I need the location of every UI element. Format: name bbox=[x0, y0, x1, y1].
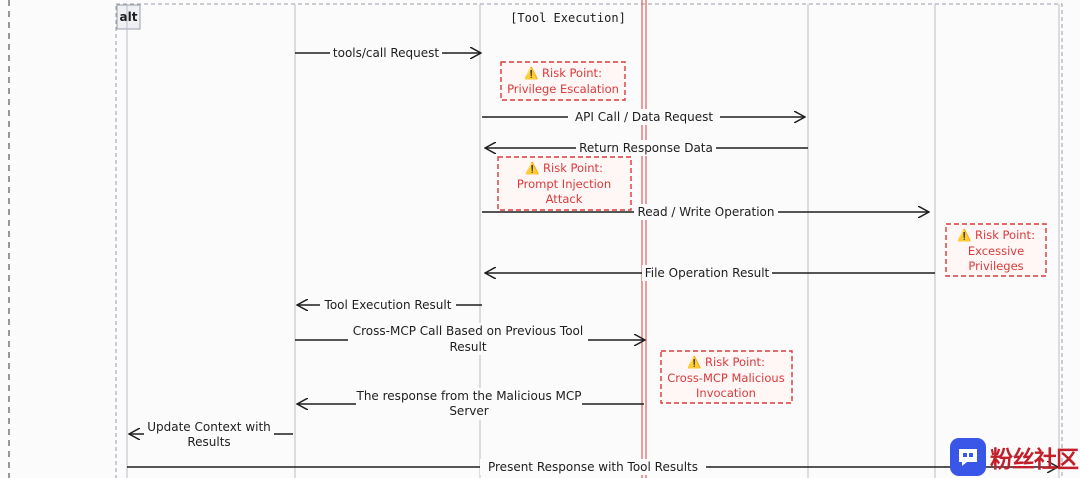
watermark: 粉丝社区 bbox=[950, 437, 1079, 477]
lifelines bbox=[126, 4, 1060, 478]
message-label: Return Response Data bbox=[579, 141, 713, 155]
risk-description: Invocation bbox=[696, 386, 756, 400]
message-label: Read / Write Operation bbox=[637, 205, 774, 219]
message-label: File Operation Result bbox=[645, 266, 770, 280]
risk-excessive-privileges: ⚠️ Risk Point: Excessive Privileges bbox=[945, 223, 1047, 277]
risk-privilege-escalation: ⚠️ Risk Point: Privilege Escalation bbox=[500, 61, 626, 101]
message-label: Cross-MCP Call Based on Previous Tool bbox=[353, 324, 583, 338]
watermark-text: 粉丝社区 bbox=[990, 447, 1079, 473]
message-file-operation-result: File Operation Result bbox=[642, 265, 772, 281]
message-label: The response from the Malicious MCP bbox=[356, 389, 582, 403]
message-label: API Call / Data Request bbox=[575, 110, 713, 124]
message-label: Result bbox=[449, 340, 486, 354]
risk-description: Cross-MCP Malicious bbox=[667, 371, 784, 385]
chat-bubble-icon bbox=[950, 438, 986, 476]
message-labels: tools/call Request API Call / Data Reque… bbox=[144, 45, 778, 475]
alt-label-box: alt bbox=[116, 4, 141, 30]
message-tools-call: tools/call Request bbox=[330, 45, 442, 61]
risk-title: ⚠️ Risk Point: bbox=[525, 161, 603, 175]
message-tool-execution-result: Tool Execution Result bbox=[320, 297, 456, 313]
risk-description: Excessive bbox=[968, 244, 1024, 258]
risk-title: ⚠️ Risk Point: bbox=[524, 66, 602, 80]
message-api-call: API Call / Data Request bbox=[568, 109, 720, 125]
risk-description: Prompt Injection bbox=[517, 177, 611, 191]
message-return-response: Return Response Data bbox=[576, 140, 716, 156]
risk-cross-mcp-malicious: ⚠️ Risk Point: Cross-MCP Malicious Invoc… bbox=[660, 350, 793, 404]
message-read-write: Read / Write Operation bbox=[634, 204, 778, 220]
frame-title: [Tool Execution] bbox=[510, 11, 626, 25]
message-cross-mcp-call: Cross-MCP Call Based on Previous Tool Re… bbox=[348, 323, 588, 355]
message-malicious-response: The response from the Malicious MCP Serv… bbox=[356, 388, 582, 420]
alt-label: alt bbox=[120, 10, 138, 24]
risk-title: ⚠️ Risk Point: bbox=[687, 355, 765, 369]
message-label: Present Response with Tool Results bbox=[488, 460, 698, 474]
alt-frame bbox=[115, 3, 1063, 478]
lifeline-malicious-mcp bbox=[641, 0, 647, 478]
message-update-context: Update Context with Results bbox=[144, 419, 274, 451]
message-label: Update Context with bbox=[147, 420, 271, 434]
message-label: Results bbox=[187, 435, 230, 449]
message-present-response: Present Response with Tool Results bbox=[480, 459, 706, 475]
risk-description: Attack bbox=[546, 192, 583, 206]
risk-description: Privilege Escalation bbox=[507, 82, 619, 96]
risk-title: ⚠️ Risk Point: bbox=[957, 228, 1035, 242]
risk-description: Privileges bbox=[968, 259, 1023, 273]
message-label: Tool Execution Result bbox=[324, 298, 452, 312]
message-label: Server bbox=[449, 404, 488, 418]
risk-prompt-injection: ⚠️ Risk Point: Prompt Injection Attack bbox=[497, 156, 632, 211]
message-label: tools/call Request bbox=[333, 46, 439, 60]
risk-points: ⚠️ Risk Point: Privilege Escalation ⚠️ R… bbox=[497, 61, 1047, 404]
